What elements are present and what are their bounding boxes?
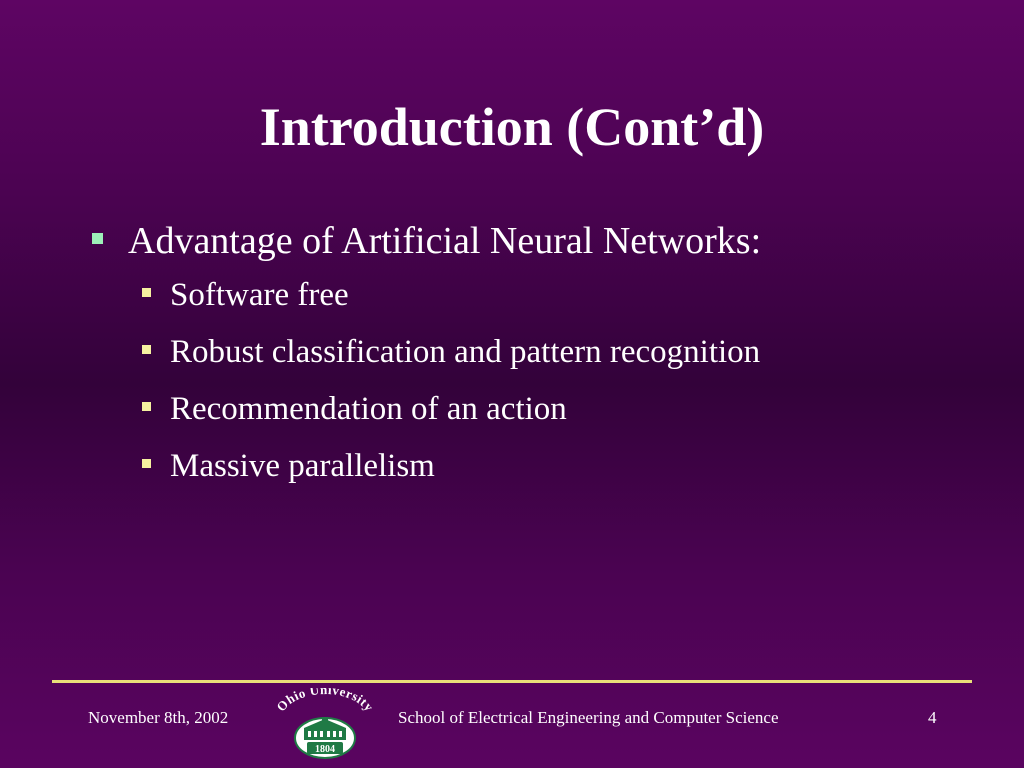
- seal-arc-text: Ohio University: [273, 688, 377, 714]
- square-bullet-icon: [92, 233, 103, 244]
- footer-school-name: School of Electrical Engineering and Com…: [398, 708, 779, 727]
- sub-bullet-item: Massive parallelism: [140, 447, 761, 485]
- sub-bullet-item: Recommendation of an action: [140, 390, 761, 428]
- sub-bullet-text: Robust classification and pattern recogn…: [170, 334, 761, 370]
- slide-title: Introduction (Cont’d): [259, 97, 765, 157]
- square-bullet-icon: [142, 459, 151, 468]
- footer-divider: [52, 680, 972, 683]
- bullet-item: Advantage of Artificial Neural Networks:: [90, 218, 761, 264]
- bullet-text: Advantage of Artificial Neural Networks:: [128, 220, 762, 262]
- sub-bullet-item: Software free: [140, 276, 761, 314]
- footer-date: November 8th, 2002: [88, 708, 229, 727]
- seal-year: 1804: [315, 744, 335, 755]
- square-bullet-icon: [142, 402, 151, 411]
- sub-bullet-text: Recommendation of an action: [170, 391, 567, 427]
- sub-bullet-text: Software free: [170, 277, 349, 313]
- sub-bullet-text: Massive parallelism: [170, 448, 435, 484]
- sub-bullet-list: Software free Robust classification and …: [140, 276, 761, 485]
- ohio-university-seal-icon: Ohio University 1804: [273, 688, 377, 759]
- square-bullet-icon: [142, 345, 151, 354]
- square-bullet-icon: [142, 288, 151, 297]
- page-number: 4: [928, 708, 937, 727]
- bullet-list: Advantage of Artificial Neural Networks:…: [90, 218, 761, 504]
- sub-bullet-item: Robust classification and pattern recogn…: [140, 333, 761, 371]
